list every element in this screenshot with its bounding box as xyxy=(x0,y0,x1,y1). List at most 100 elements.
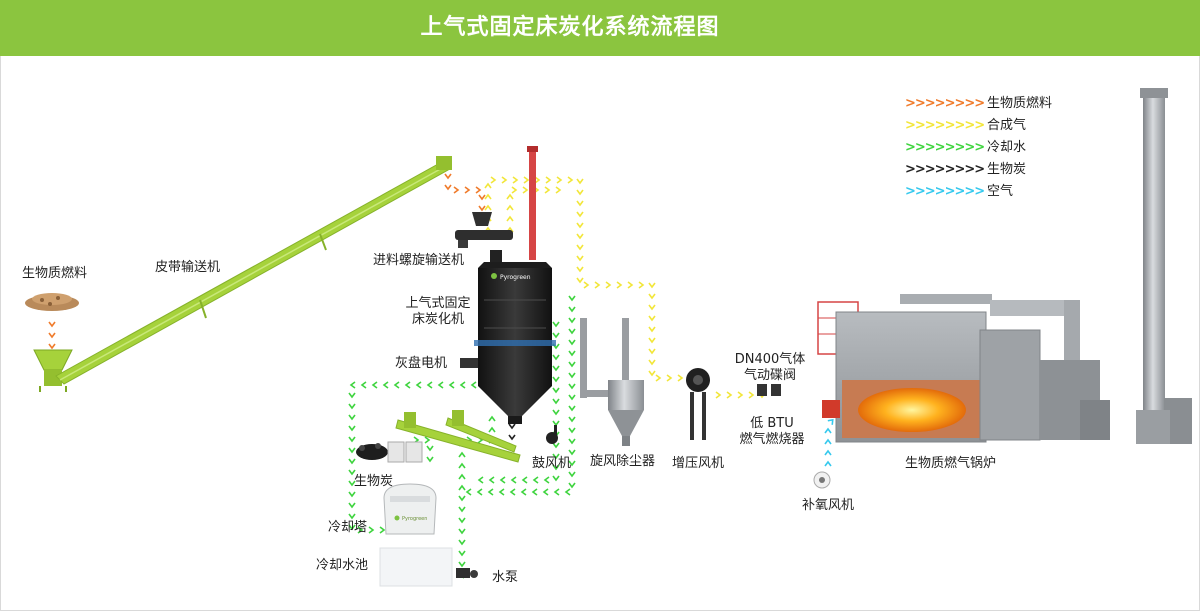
flow-chevron xyxy=(605,281,612,289)
flow-chevron xyxy=(568,460,576,467)
flow-chevron xyxy=(552,420,560,427)
flow-chevron xyxy=(583,281,590,289)
flow-chevron xyxy=(348,502,356,509)
flare-stack xyxy=(527,146,538,260)
flow-chevron xyxy=(512,176,519,184)
flow-chevron xyxy=(568,427,576,434)
flow-chevron xyxy=(498,488,505,496)
flow-chevron xyxy=(348,458,356,465)
flow-chevron xyxy=(824,438,832,445)
flow-chevron xyxy=(556,176,563,184)
flow-chevron xyxy=(648,370,656,377)
flow-chevron xyxy=(545,176,552,184)
legend-arrows: >>>>>>>> xyxy=(905,140,985,155)
carbonization-reactor: Pyrogreen xyxy=(460,250,556,424)
flow-chevron xyxy=(552,464,560,471)
label-booster-fan: 增压风机 xyxy=(672,456,725,471)
flow-chevron xyxy=(532,476,539,484)
flow-chevron xyxy=(488,476,495,484)
flow-chevron xyxy=(458,528,466,535)
flow-chevron xyxy=(444,173,452,180)
reactor-brand: Pyrogreen xyxy=(500,274,531,281)
flow-chevron xyxy=(576,189,584,196)
flow-chevron xyxy=(348,513,356,520)
legend-item-biomass-fuel: >>>>>>>>生物质燃料 xyxy=(905,94,1052,114)
flow-chevron xyxy=(348,403,356,410)
flow-chevron xyxy=(426,381,433,389)
flow-chevron xyxy=(509,488,516,496)
blower-unit xyxy=(546,425,558,444)
biomass-pile xyxy=(25,293,79,311)
biomass-gas-boiler xyxy=(817,294,1110,443)
flow-chevron xyxy=(508,434,516,441)
flow-chevron xyxy=(371,381,378,389)
flow-chevron xyxy=(508,423,516,430)
flow-chevron xyxy=(568,339,576,346)
flow-chevron xyxy=(520,488,527,496)
cyclone-separator xyxy=(580,318,644,446)
flow-chevron xyxy=(638,281,645,289)
flow-chevron xyxy=(648,293,656,300)
label-biomass-fuel: 生物质燃料 xyxy=(22,266,88,281)
flow-chevron xyxy=(357,526,364,534)
label-valve-line1: DN400气体 xyxy=(734,352,806,367)
flow-chevron xyxy=(827,418,834,425)
flow-chevron xyxy=(648,359,656,366)
label-valve: DN400气体 气动碟阀 xyxy=(728,352,812,384)
flow-chevron xyxy=(348,524,356,531)
flow-chevron xyxy=(568,449,576,456)
oxygen-supply-fan xyxy=(813,471,831,489)
legend-item-biochar: >>>>>>>>生物炭 xyxy=(905,160,1026,180)
flow-chevron xyxy=(510,476,517,484)
flow-chevron xyxy=(568,405,576,412)
flow-chevron xyxy=(458,561,466,568)
flow-chevron xyxy=(648,315,656,322)
flow-chevron xyxy=(426,445,434,452)
legend-label: 空气 xyxy=(987,184,1014,199)
flow-chevron xyxy=(348,469,356,476)
flow-chevron xyxy=(552,365,560,372)
flow-chevron xyxy=(552,442,560,449)
flow-chevron xyxy=(552,321,560,328)
flow-chevron xyxy=(568,416,576,423)
flow-chevron xyxy=(521,476,528,484)
flow-chevron xyxy=(748,391,755,399)
flow-chevron xyxy=(576,222,584,229)
flow-chevron xyxy=(393,381,400,389)
flow-chevron xyxy=(824,460,832,467)
flow-chevron xyxy=(476,488,483,496)
flow-chevron xyxy=(648,326,656,333)
label-screw-feeder: 进料螺旋输送机 xyxy=(373,253,465,268)
flow-chevron xyxy=(522,186,529,194)
pneumatic-butterfly-valve xyxy=(757,384,781,396)
flow-chevron xyxy=(488,415,496,422)
flow-chevron xyxy=(484,204,492,211)
flow-chevron xyxy=(726,391,733,399)
legend-label: 生物质燃料 xyxy=(987,96,1053,111)
chimney-stack xyxy=(1136,88,1192,444)
flow-chevron xyxy=(458,506,466,513)
flow-chevron xyxy=(415,381,422,389)
flow-chevron xyxy=(458,451,466,458)
flow-chevron xyxy=(542,488,549,496)
flow-paths xyxy=(48,173,842,579)
flow-chevron xyxy=(487,488,494,496)
flow-chevron xyxy=(552,453,560,460)
label-cyclone: 旋风除尘器 xyxy=(590,454,656,469)
flow-chevron xyxy=(552,409,560,416)
flow-chevron xyxy=(490,176,497,184)
flow-chevron xyxy=(564,488,571,496)
label-water-pump: 水泵 xyxy=(492,570,519,585)
flow-chevron xyxy=(506,193,514,200)
flow-chevron xyxy=(594,281,601,289)
legend-item-cooling-water: >>>>>>>>冷却水 xyxy=(905,138,1026,158)
flow-chevron xyxy=(737,391,744,399)
flow-chevron xyxy=(648,282,656,289)
discharge-conveyors xyxy=(395,410,521,463)
flow-chevron xyxy=(576,200,584,207)
flow-chevron xyxy=(424,436,431,444)
legend-label: 生物炭 xyxy=(987,162,1027,177)
flow-chevron xyxy=(568,471,576,478)
flow-chevron xyxy=(348,392,356,399)
flow-chevron xyxy=(511,186,518,194)
